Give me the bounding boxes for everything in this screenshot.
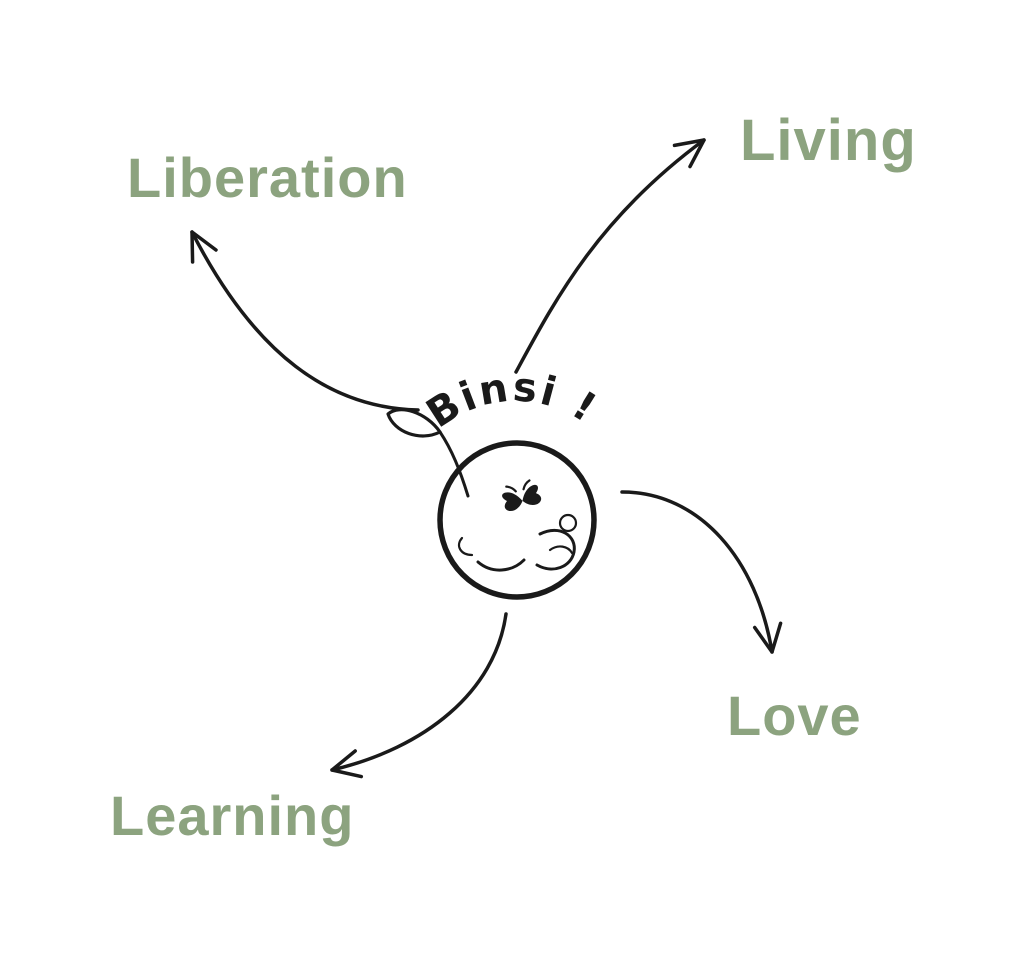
- leaf-stem: [438, 430, 470, 498]
- arrow-living: [514, 138, 706, 374]
- globe-sketch-head: [558, 513, 578, 533]
- globe-logo: [386, 408, 597, 600]
- butterfly-icon: [502, 479, 542, 511]
- arrow-liberation-shaft: [190, 230, 420, 412]
- arrow-liberation: [190, 230, 420, 412]
- arrow-love: [620, 490, 783, 654]
- leaf-icon: [386, 408, 442, 438]
- arrow-learning-head: [330, 749, 364, 779]
- node-label-learning: Learning: [110, 784, 355, 847]
- arrow-learning: [330, 612, 508, 779]
- node-label-love: Love: [727, 684, 862, 747]
- globe-sketch-detail: [548, 545, 574, 555]
- arrow-living-shaft: [514, 138, 706, 374]
- globe-circle: [437, 440, 597, 600]
- globe-sketch-line: [476, 558, 526, 572]
- globe-sketch-figure: [535, 528, 576, 571]
- arrow-love-head: [752, 621, 783, 654]
- brand-arched-text: Binsi !: [419, 364, 606, 437]
- globe-sketch-swirl: [457, 536, 474, 557]
- arrow-liberation-head: [190, 230, 218, 264]
- arrow-learning-shaft: [330, 612, 508, 772]
- arrow-love-shaft: [620, 490, 774, 654]
- arrow-living-head: [672, 138, 706, 169]
- node-label-liberation: Liberation: [127, 146, 408, 209]
- node-label-living: Living: [740, 108, 917, 173]
